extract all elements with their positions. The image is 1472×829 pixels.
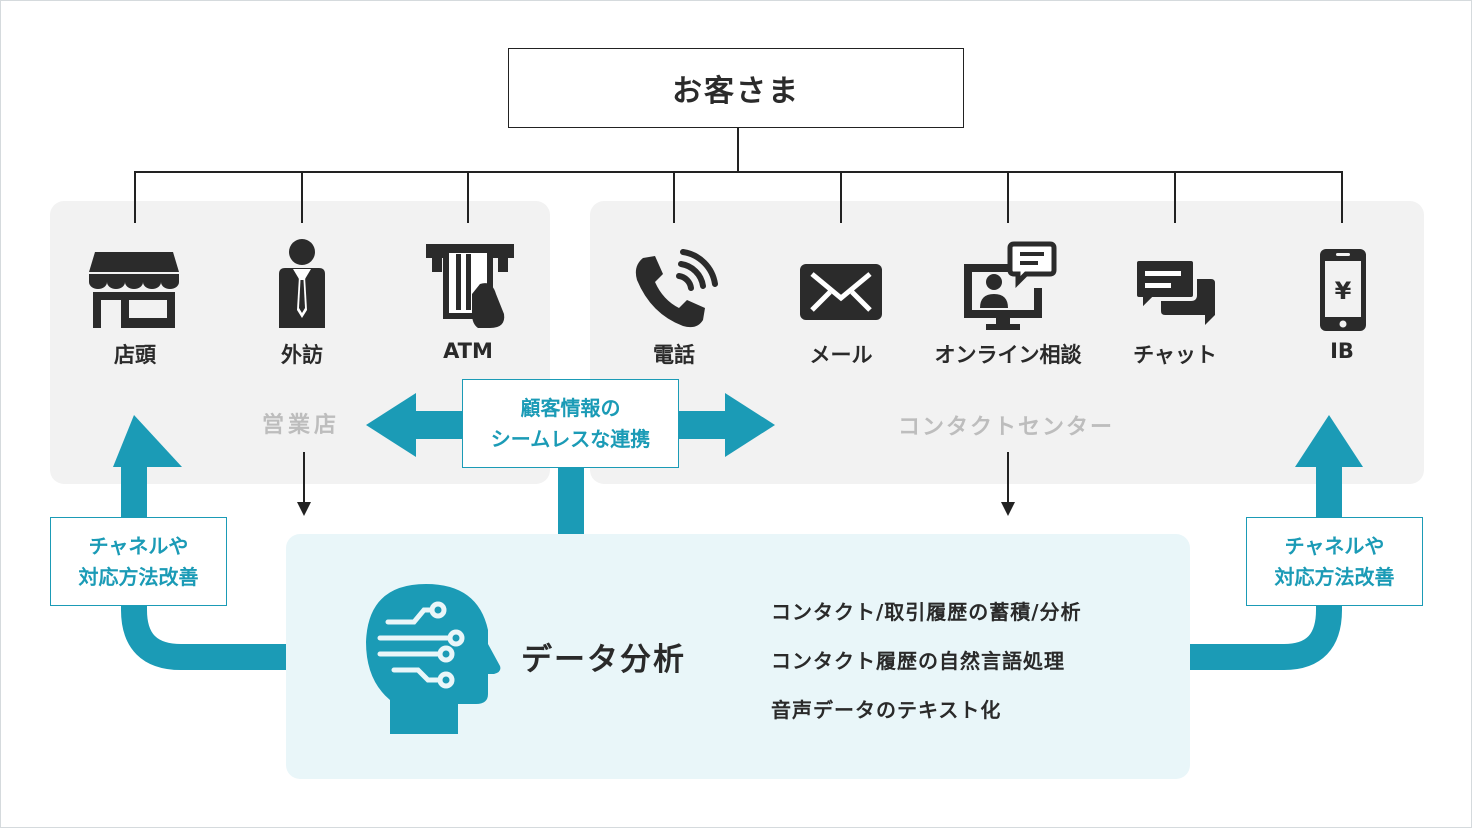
improvement-right-box: チャネルや 対応方法改善 xyxy=(1246,517,1423,606)
channel-label-mail: メール xyxy=(809,343,873,367)
chat-icon xyxy=(1133,257,1215,325)
trunk-line xyxy=(737,128,739,172)
analysis-title: データ分析 xyxy=(521,642,686,678)
improvement-left-line2: 対応方法改善 xyxy=(78,564,199,589)
atm-icon xyxy=(426,244,514,328)
improvement-right-line1: チャネルや xyxy=(1284,533,1385,558)
channel-label-store: 店頭 xyxy=(114,343,156,367)
analysis-item-2: コンタクト履歴の自然言語処理 xyxy=(771,649,1065,673)
improvement-right-line2: 対応方法改善 xyxy=(1274,564,1395,589)
store-icon xyxy=(89,252,179,328)
improvement-left-line1: チャネルや xyxy=(88,533,189,558)
ai-head-icon xyxy=(366,584,501,734)
branch-group-label: 営業店 xyxy=(261,413,340,438)
branch-down-arrow xyxy=(297,452,311,516)
customer-label: お客さま xyxy=(672,74,800,109)
integration-label-box: 顧客情報の シームレスな連携 xyxy=(462,379,679,468)
phone-icon xyxy=(635,249,718,328)
drop-line-store xyxy=(134,171,136,223)
integration-line2: シームレスな連携 xyxy=(490,426,651,451)
improvement-left-box: チャネルや 対応方法改善 xyxy=(50,517,227,606)
drop-line-chat xyxy=(1174,171,1176,223)
svg-text:¥: ¥ xyxy=(1335,277,1352,305)
analysis-item-3: 音声データのテキスト化 xyxy=(771,698,1002,722)
customer-box: お客さま xyxy=(508,48,964,128)
integration-line1: 顧客情報の xyxy=(520,395,621,420)
analysis-item-1: コンタクト/取引履歴の蓄積/分析 xyxy=(771,600,1082,624)
channel-label-online: オンライン相談 xyxy=(934,343,1082,367)
drop-line-online xyxy=(1007,171,1009,223)
drop-line-visit xyxy=(301,171,303,223)
channel-label-atm: ATM xyxy=(443,339,493,363)
bus-line xyxy=(134,171,1343,173)
smartphone-yen-icon: ¥ xyxy=(1320,249,1366,331)
drop-line-atm xyxy=(467,171,469,223)
channel-label-visit: 外訪 xyxy=(281,343,323,367)
mail-icon xyxy=(800,264,882,320)
drop-line-ib xyxy=(1341,171,1343,223)
channel-label-ib: IB xyxy=(1330,339,1354,363)
businessman-icon xyxy=(279,239,325,328)
channel-label-phone: 電話 xyxy=(653,343,695,367)
contact-center-down-arrow xyxy=(1001,452,1015,516)
online-consultation-icon xyxy=(964,241,1057,330)
channel-label-chat: チャット xyxy=(1133,343,1217,367)
contact-center-group-label: コンタクトセンター xyxy=(897,415,1114,440)
drop-line-mail xyxy=(840,171,842,223)
drop-line-phone xyxy=(673,171,675,223)
